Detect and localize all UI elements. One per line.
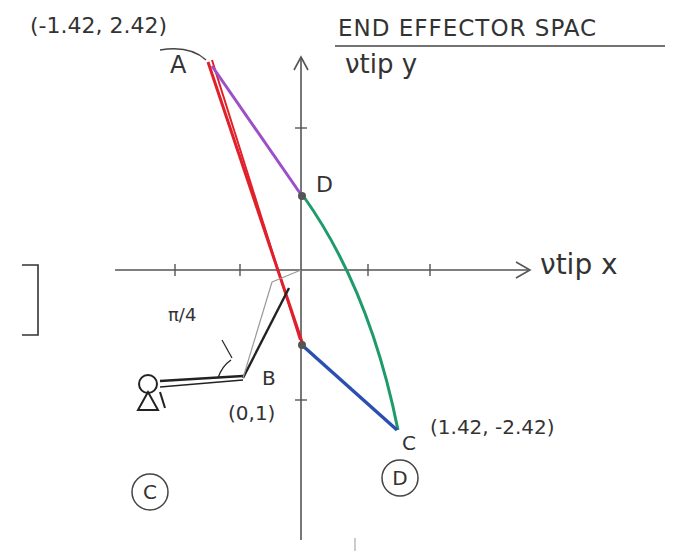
angle-label: π/4 <box>168 305 196 325</box>
coordinate-label: (1.42, -2.42) <box>430 416 555 438</box>
coordinate-label: (-1.42, 2.42) <box>30 14 167 38</box>
point-label: B <box>262 367 276 389</box>
point-label: C <box>402 432 416 454</box>
node-text: D <box>392 466 407 490</box>
axis-label: νtip y <box>345 50 417 79</box>
coordinate-label: (0,1) <box>228 402 275 424</box>
circled-letter: D <box>380 458 420 498</box>
node-text: C <box>143 480 157 504</box>
axis-label: νtip x <box>540 250 618 281</box>
title-text: END EFFECTOR SPAC <box>338 16 597 41</box>
circled-letter: C <box>130 472 170 512</box>
point-label: A <box>170 52 186 78</box>
point-label: D <box>316 173 333 197</box>
